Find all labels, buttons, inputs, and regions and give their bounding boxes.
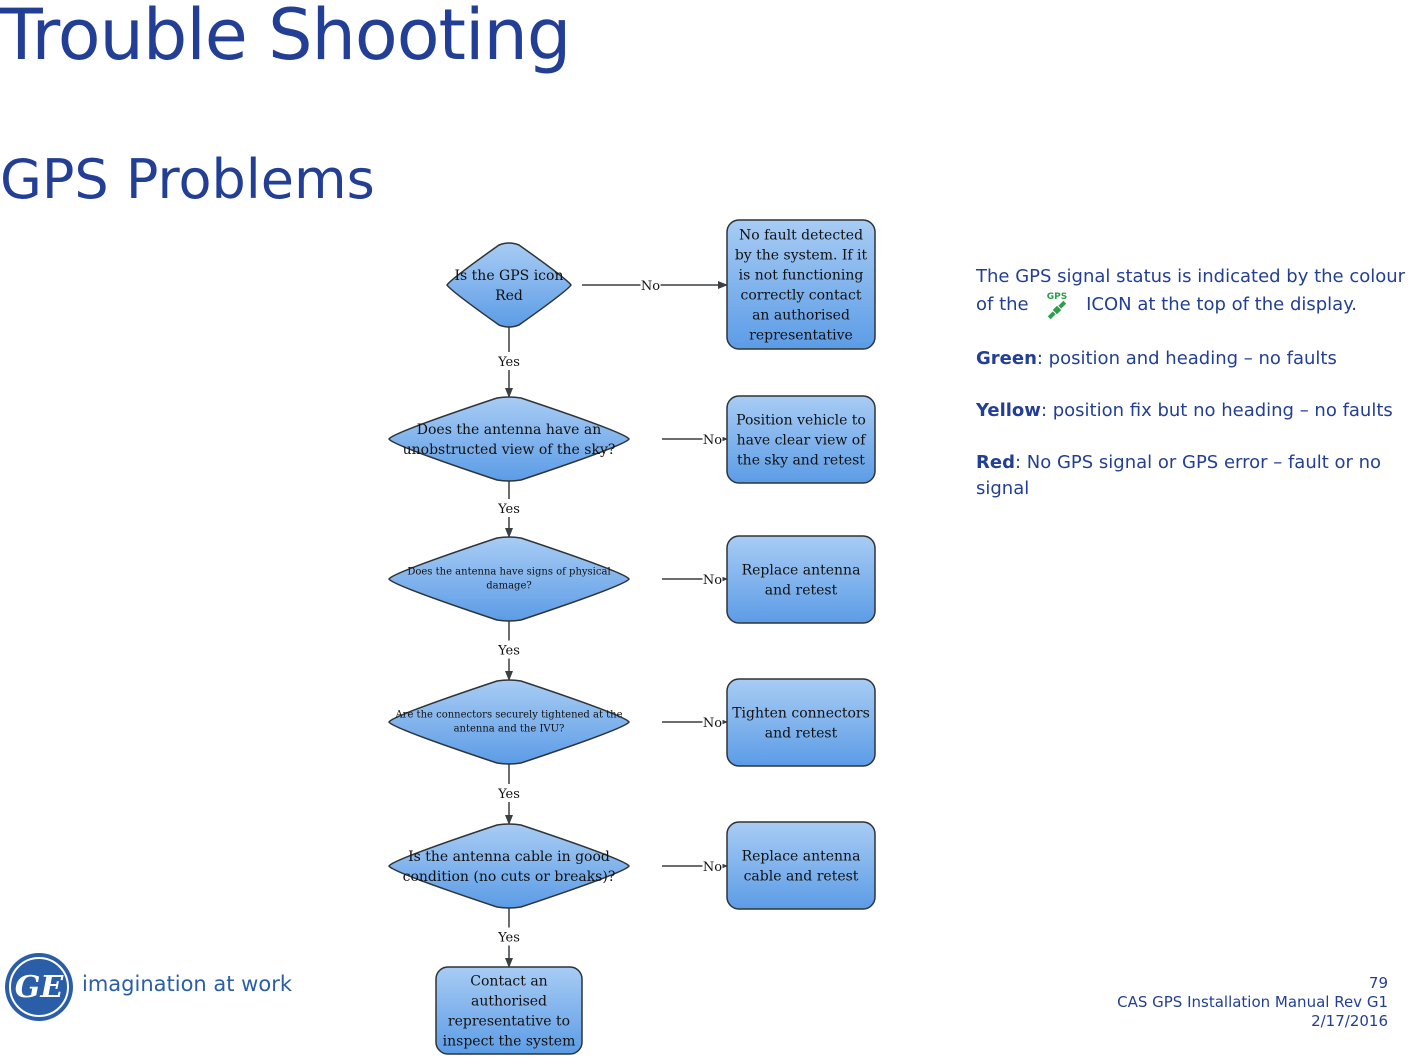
outcome-action: Position vehicle to: [736, 412, 866, 428]
decision-question: damage?: [486, 581, 532, 592]
page-title: Trouble Shooting: [0, 0, 571, 76]
outcome-action: an authorised: [752, 307, 850, 323]
no-label: No: [703, 860, 722, 875]
legend-text-red: : No GPS signal or GPS error – fault or …: [976, 452, 1382, 499]
decision-question: Does the antenna have signs of physical: [407, 567, 610, 578]
outcome-shape: [726, 678, 876, 767]
legend-intro-text: The GPS signal status is indicated by th…: [976, 266, 1406, 315]
decision-node-2: Does the antenna have an unobstructed vie…: [388, 396, 630, 482]
page-footer: 79 CAS GPS Installation Manual Rev G1 2/…: [1117, 974, 1388, 1031]
outcome-action: Replace antenna: [742, 848, 861, 864]
final-action: inspect the system: [443, 1033, 576, 1049]
no-label: No: [703, 716, 722, 731]
outcome-action: have clear view of: [737, 432, 868, 448]
legend-item-green: Green: position and heading – no faults: [976, 346, 1420, 372]
outcome-action: Replace antenna: [742, 562, 861, 578]
yes-label: Yes: [497, 931, 520, 946]
yes-label: Yes: [497, 787, 520, 802]
legend-item-yellow: Yellow: position fix but no heading – no…: [976, 398, 1420, 424]
decision-question: Is the GPS icon: [455, 268, 564, 284]
legend-label-yellow: Yellow: [976, 400, 1041, 421]
outcome-shape: [726, 395, 876, 484]
outcome-box-4: Tighten connectors and retest: [726, 678, 876, 767]
document-date: 2/17/2016: [1311, 1012, 1388, 1030]
yes-label: Yes: [497, 355, 520, 370]
ge-logo-text: GE: [15, 970, 65, 1005]
decision-node-4: Are the connectors securely tightened at…: [388, 679, 630, 765]
outcome-box-1: No fault detected by the system. If it is …: [726, 219, 876, 350]
decision-shape: [388, 396, 630, 482]
legend-text-green: : position and heading – no faults: [1036, 348, 1337, 369]
final-action: Contact an: [470, 973, 547, 989]
final-action: authorised: [471, 993, 547, 1009]
decision-shape: [388, 536, 630, 622]
no-label-bg: [702, 430, 723, 448]
outcome-action: is not functioning: [739, 267, 864, 283]
decision-shape: [388, 823, 630, 909]
decision-question: unobstructed view of the sky?: [403, 442, 616, 458]
outcome-action: the sky and retest: [737, 452, 865, 468]
outcome-action: representative: [749, 327, 853, 343]
legend-item-red: Red: No GPS signal or GPS error – fault …: [976, 450, 1420, 502]
yes-label: Yes: [497, 502, 520, 517]
decision-question: condition (no cuts or breaks)?: [403, 869, 616, 885]
outcome-box-5: Replace antenna cable and retest: [726, 821, 876, 910]
page-number: 79: [1368, 974, 1388, 992]
document-name: CAS GPS Installation Manual Rev G1: [1117, 993, 1388, 1011]
section-title: GPS Problems: [0, 148, 375, 211]
legend-text-yellow: : position fix but no heading – no fault…: [1040, 400, 1393, 421]
outcome-shape: [726, 535, 876, 624]
legend-label-red: Red: [976, 452, 1015, 473]
decision-question: antenna and the IVU?: [454, 724, 565, 735]
no-label-bg: [702, 713, 723, 731]
decision-shape: [388, 679, 630, 765]
gps-icon-label: GPS: [1047, 292, 1067, 302]
outcome-action: cable and retest: [744, 868, 859, 884]
final-shape: [435, 966, 583, 1055]
yes-label-bg: [495, 499, 523, 517]
outcome-action: and retest: [765, 582, 838, 598]
legend-label-green: Green: [976, 348, 1037, 369]
ge-logo: GE: [5, 953, 73, 1021]
legend-intro-text-end: ICON at the top of the display.: [1086, 294, 1358, 315]
outcome-action: No fault detected: [739, 227, 863, 243]
outcome-action: and retest: [765, 725, 838, 741]
no-label-bg: [640, 276, 661, 294]
yes-label-bg: [495, 927, 523, 946]
final-action-box: Contact an authorised representative to ins…: [435, 966, 583, 1055]
outcome-action: correctly contact: [741, 287, 862, 303]
no-label: No: [703, 573, 722, 588]
no-label-bg: [702, 857, 723, 875]
legend-intro: The GPS signal status is indicated by th…: [976, 264, 1420, 320]
yes-label: Yes: [497, 644, 520, 659]
final-action: representative to: [448, 1013, 570, 1029]
decision-node-3: Does the antenna have signs of physical d…: [388, 536, 630, 622]
decision-shape: [446, 242, 572, 328]
no-label-bg: [702, 570, 723, 588]
decision-question: Is the antenna cable in good: [408, 849, 610, 865]
yes-label-bg: [495, 352, 523, 370]
outcome-shape: [726, 821, 876, 910]
outcome-action: Tighten connectors: [732, 705, 870, 721]
decision-question: Are the connectors securely tightened at…: [394, 710, 622, 721]
no-label: No: [703, 433, 722, 448]
outcome-shape: [726, 219, 876, 350]
outcome-box-3: Replace antenna and retest: [726, 535, 876, 624]
gps-status-legend: The GPS signal status is indicated by th…: [976, 264, 1420, 528]
gps-satellite-icon: GPS: [1040, 290, 1074, 320]
decision-node-5: Is the antenna cable in good condition (n…: [388, 823, 630, 909]
yes-label-bg: [495, 784, 523, 802]
tagline: imagination at work: [82, 972, 292, 996]
decision-question: Does the antenna have an: [417, 422, 601, 438]
outcome-action: by the system. If it: [735, 247, 868, 263]
decision-question: Red: [495, 288, 523, 304]
no-label: No: [641, 279, 660, 294]
outcome-box-2: Position vehicle to have clear view of the…: [726, 395, 876, 484]
yes-label-bg: [495, 640, 523, 659]
